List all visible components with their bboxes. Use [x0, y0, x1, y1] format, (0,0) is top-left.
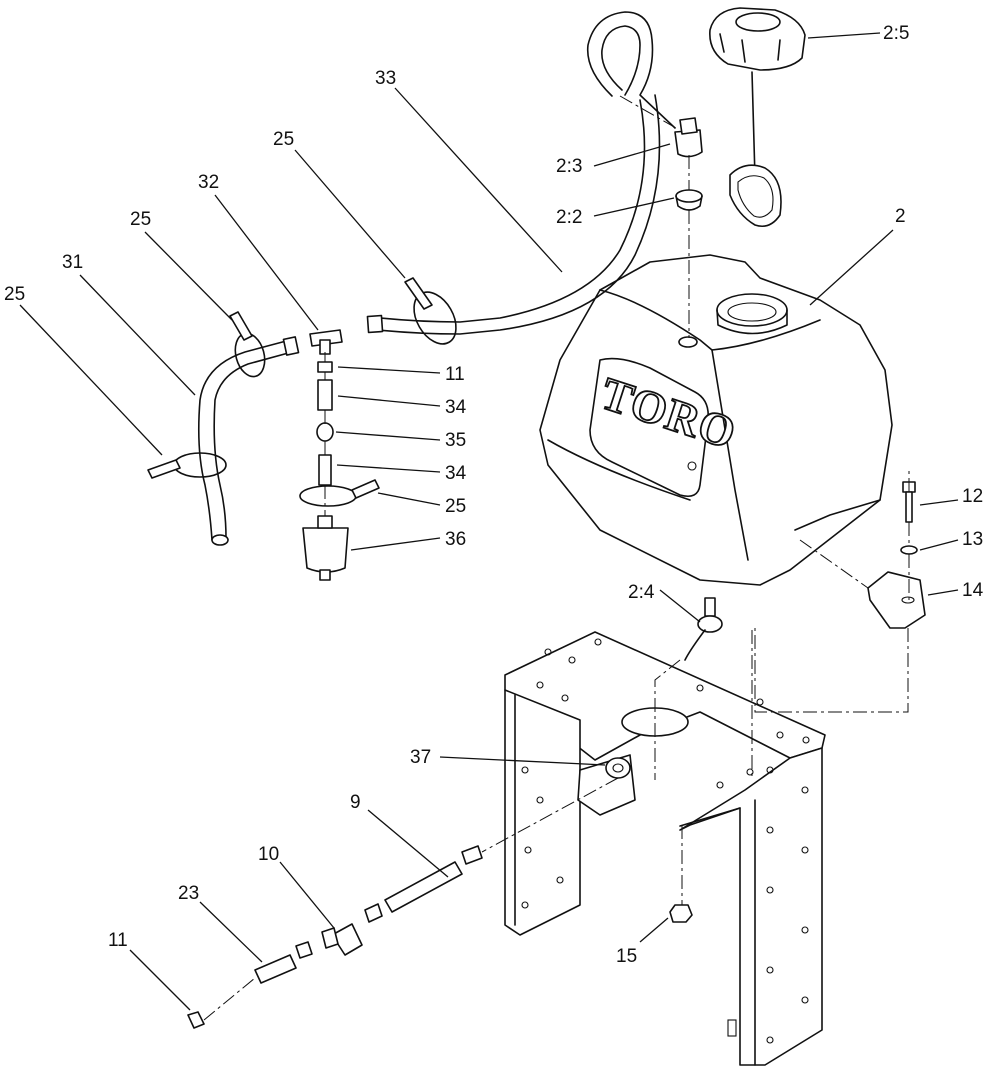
inline-filter-stack — [302, 361, 349, 581]
frame-bracket — [504, 631, 826, 1066]
nut-15 — [669, 904, 693, 923]
fuel-hose-31 — [197, 336, 300, 546]
lower-fuel-line — [187, 845, 483, 1029]
callout-fuel-filter-36: 36 — [445, 529, 466, 550]
callout-bolt-12: 12 — [962, 486, 983, 507]
callout-labels: 25 31 25 32 25 33 11 34 35 34 25 36 2:5 … — [4, 23, 984, 967]
alignment-lines — [203, 95, 910, 1021]
vent-hose — [586, 11, 676, 129]
callout-tee-fitting: 32 — [198, 172, 219, 193]
callout-nut-15: 15 — [616, 946, 637, 967]
fuel-cap — [709, 7, 806, 228]
callout-fuel-hose-31: 31 — [62, 252, 83, 273]
callout-cable-tie-filter: 25 — [445, 496, 466, 517]
callout-grommet-37: 37 — [410, 747, 431, 768]
grommet-37 — [605, 757, 631, 779]
callout-hose-clamp-lower: 11 — [108, 930, 128, 951]
callout-cable-tie-upper: 25 — [273, 129, 294, 150]
callout-cable-tie-left: 25 — [4, 284, 25, 305]
callout-fuel-tank: 2 — [895, 206, 906, 227]
leader-lines — [19, 32, 959, 1011]
callout-hose-23: 23 — [178, 883, 199, 904]
callout-washer-13: 13 — [962, 529, 983, 550]
fuel-tank: TORO — [539, 254, 893, 586]
callout-grommet-2-2: 2:2 — [556, 207, 582, 228]
callout-outlet-2-4: 2:4 — [628, 582, 655, 603]
callout-mount-14: 14 — [962, 580, 984, 601]
callout-inline-filter-35: 35 — [445, 430, 466, 451]
cable-ties — [147, 277, 457, 507]
tank-mount — [867, 481, 926, 629]
tank-outlet-fitting — [684, 597, 723, 661]
tee-fitting-32 — [309, 329, 343, 355]
frame-holes — [521, 638, 810, 1044]
callout-vent-fitting: 2:3 — [556, 156, 582, 177]
callout-hose-34-lower: 34 — [445, 463, 467, 484]
callout-hose-9: 9 — [350, 792, 361, 813]
callout-cable-tie-upper-left: 25 — [130, 209, 151, 230]
callout-fuel-hose-33: 33 — [375, 68, 396, 89]
fuel-hose-33 — [366, 94, 661, 335]
vent-fitting — [674, 117, 703, 211]
callout-hose-34-upper: 34 — [445, 397, 467, 418]
callout-fuel-cap: 2:5 — [883, 23, 909, 44]
callout-hose-clamp-upper: 11 — [445, 364, 465, 385]
callout-shutoff-valve-10: 10 — [258, 844, 279, 865]
